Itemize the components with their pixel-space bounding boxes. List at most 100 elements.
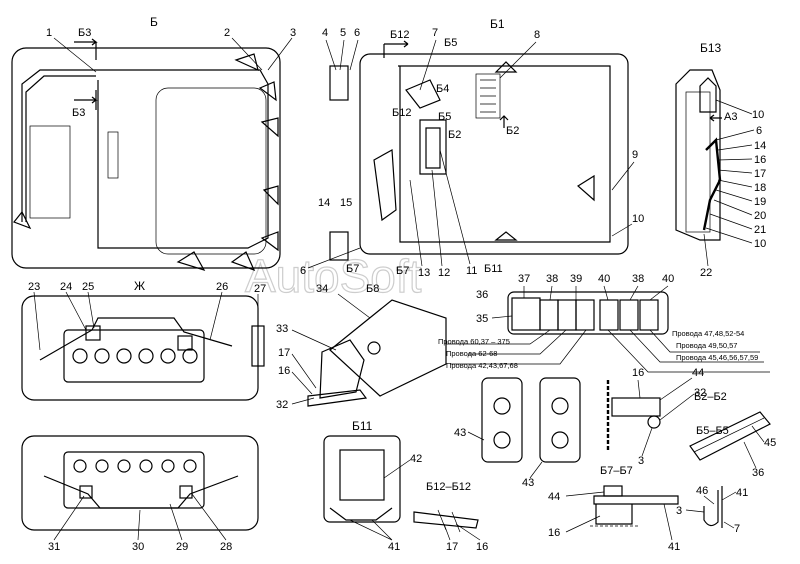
view-b1-wall: Б1 4 5 6 7 8 9 10 14 15 6 13 12 11 Б12 Б… xyxy=(300,17,644,279)
callout-43a: 43 xyxy=(454,427,466,439)
wall-connector xyxy=(405,79,441,109)
wall-lamp-top xyxy=(494,61,518,73)
leaders-4-5-6 xyxy=(325,39,359,71)
section-b2-right: Б2 xyxy=(506,125,519,137)
callout-39: 39 xyxy=(570,273,582,285)
wall-relay-box xyxy=(419,119,447,175)
callout-36b: 36 xyxy=(752,467,764,479)
view-label-b13: Б13 xyxy=(700,41,722,55)
section-arrow-b3-mid xyxy=(74,90,98,110)
section-b2-b5: Б2–Б2 Б5–Б5 45 36 xyxy=(689,391,776,479)
callout-38b: 38 xyxy=(632,273,644,285)
callout-13: 13 xyxy=(418,267,430,279)
leader-7 xyxy=(419,39,437,91)
callout-7c: 7 xyxy=(734,523,740,535)
relay-38a xyxy=(539,299,559,331)
relay-leaders xyxy=(491,285,669,319)
wire-note-4: Провода 60,37 – 375 xyxy=(438,337,510,346)
wall-left-clip-top xyxy=(329,65,349,101)
callout-14: 14 xyxy=(318,197,330,209)
bp-outline xyxy=(21,435,259,531)
callout-16d: 16 xyxy=(548,527,560,539)
callout-40b: 40 xyxy=(662,273,674,285)
zh-lamp-bar xyxy=(63,329,205,383)
b11-inner xyxy=(339,449,385,501)
callout-29: 29 xyxy=(176,541,188,553)
wall-wire-harness xyxy=(398,65,611,243)
section-arrow-b3-top xyxy=(74,38,98,60)
roof-hatch-left xyxy=(29,125,71,219)
roof-slot xyxy=(107,131,119,179)
section-arrow-b2 xyxy=(499,115,509,128)
callout-16: 16 xyxy=(278,365,290,377)
leader-9 xyxy=(611,161,635,191)
bp-connector-right xyxy=(179,485,193,499)
callout-22: 22 xyxy=(700,267,712,279)
view-label-zh: Ж xyxy=(134,279,145,293)
leader-1 xyxy=(53,37,97,73)
b13-lamp xyxy=(699,77,717,113)
callout-4: 4 xyxy=(322,27,328,39)
callout-32: 32 xyxy=(276,399,288,411)
clamp-ring xyxy=(647,415,661,429)
callout-44b: 44 xyxy=(548,491,560,503)
callout-3b: 3 xyxy=(638,455,644,467)
roof-hatch-right xyxy=(155,87,267,255)
callout-20: 20 xyxy=(754,210,766,222)
bp-lamps xyxy=(73,459,197,473)
callout-17-r: 17 xyxy=(754,168,766,180)
leader-6-bot xyxy=(307,247,361,269)
section-b3-top: Б3 xyxy=(78,27,91,39)
callout-25: 25 xyxy=(82,281,94,293)
b2-profile xyxy=(689,411,771,461)
relay-43-left xyxy=(481,377,523,463)
relay-39a xyxy=(557,299,577,331)
callout-15: 15 xyxy=(340,197,352,209)
view-label-b7b7: Б7–Б7 xyxy=(600,465,633,477)
callout-41c: 41 xyxy=(736,487,748,499)
callout-46: 46 xyxy=(696,485,708,497)
b8-bracket xyxy=(319,339,365,399)
section-b7-b7: Б7–Б7 44 16 41 xyxy=(548,465,680,553)
callout-37: 37 xyxy=(518,273,530,285)
leaders-11-12-13 xyxy=(409,149,471,267)
section-b12-b12: Б12–Б12 17 16 xyxy=(413,481,488,553)
zh-connector-left xyxy=(85,325,101,341)
hook-detail: 46 41 3 7 xyxy=(676,485,748,535)
view-label-b1: Б1 xyxy=(490,17,505,31)
callout-5: 5 xyxy=(340,27,346,39)
b13-wire xyxy=(702,137,722,231)
callout-10-mid: 10 xyxy=(632,213,644,225)
callout-41a: 41 xyxy=(388,541,400,553)
b7-clip xyxy=(603,485,623,497)
relay-frame xyxy=(507,291,669,335)
view-label-b12b12: Б12–Б12 xyxy=(426,481,471,493)
wire-note-leaders xyxy=(446,329,770,373)
section-b12-top: Б12 xyxy=(390,29,409,41)
callout-2: 2 xyxy=(224,27,230,39)
b8-base xyxy=(307,389,368,407)
callout-12: 12 xyxy=(438,267,450,279)
callout-18: 18 xyxy=(754,182,766,194)
view-label-b5b5: Б5–Б5 xyxy=(696,425,729,437)
wall-left-clip-bottom xyxy=(329,231,349,261)
callout-3c: 3 xyxy=(676,505,682,517)
section-b11: Б11 xyxy=(484,263,503,275)
callout-11: 11 xyxy=(466,265,477,277)
callout-6-top: 6 xyxy=(354,27,360,39)
callout-42: 42 xyxy=(410,453,422,465)
callout-10-r2: 10 xyxy=(754,238,766,250)
b8-box xyxy=(329,299,447,397)
relays-43: 43 43 xyxy=(454,377,581,489)
callout-28: 28 xyxy=(220,541,232,553)
section-b2-left: Б2 xyxy=(448,129,461,141)
roof-wire-harness xyxy=(21,69,269,249)
leader-2 xyxy=(231,37,263,71)
section-b8: Б8 xyxy=(366,283,379,295)
section-b4: Б4 xyxy=(436,83,449,95)
view-label-b11: Б11 xyxy=(352,419,373,433)
clamp-leaders xyxy=(637,377,695,457)
b13-panel xyxy=(685,91,711,233)
callout-19: 19 xyxy=(754,196,766,208)
